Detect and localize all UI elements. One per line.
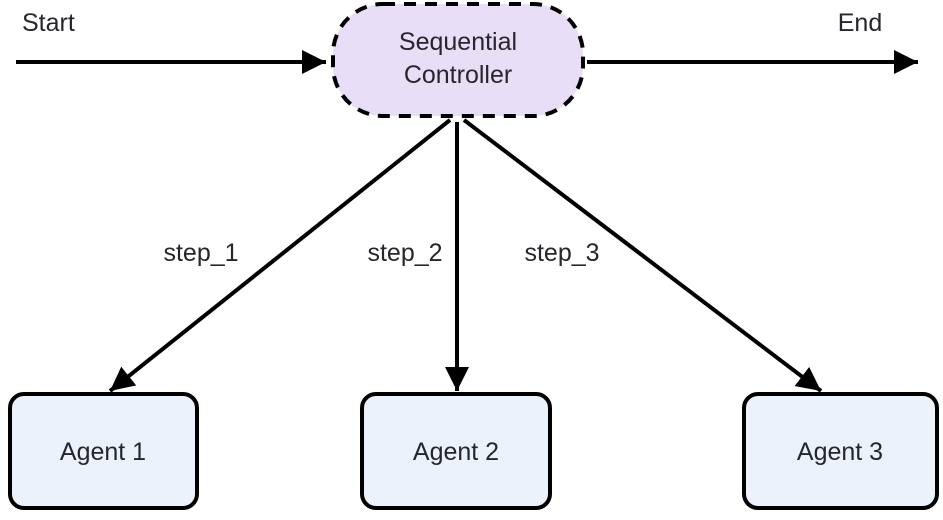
edge-step-3-label: step_3 <box>524 239 599 267</box>
agent-1-shape <box>8 392 199 510</box>
agent-3-shape <box>742 392 939 510</box>
sequential-controller-shape <box>331 2 585 118</box>
edge-step-1-label: step_1 <box>163 239 238 267</box>
sequential-controller-label-line2: Controller <box>404 61 512 89</box>
start-label: Start <box>22 9 75 37</box>
agent-3-label: Agent 3 <box>797 438 883 466</box>
end-label: End <box>838 9 882 37</box>
agent-1-label: Agent 1 <box>60 438 146 466</box>
agent-2-label: Agent 2 <box>413 438 499 466</box>
agent-2-shape <box>360 392 552 510</box>
sequential-controller-node: Sequential Controller <box>331 2 585 118</box>
agent-2-node: Agent 2 <box>360 392 552 510</box>
edge-step-1-arrow <box>108 118 452 393</box>
edge-step-3-arrow <box>462 118 823 393</box>
agent-3-node: Agent 3 <box>742 392 939 510</box>
agent-1-node: Agent 1 <box>8 392 199 510</box>
edge-step-2-label: step_2 <box>367 239 442 267</box>
sequential-controller-label-line1: Sequential <box>399 28 517 56</box>
